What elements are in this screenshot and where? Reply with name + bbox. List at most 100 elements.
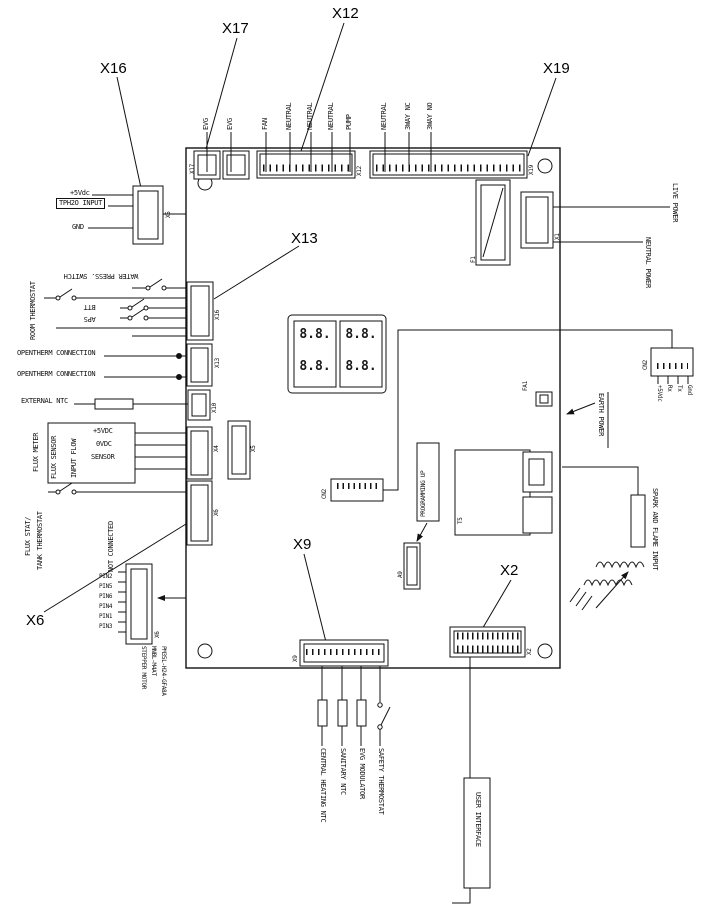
ref-f1: F1 xyxy=(470,256,477,263)
ref-x4: X4 xyxy=(213,445,220,452)
pin-label-pump: PUMP xyxy=(345,114,353,130)
label-pin5: PIN5 xyxy=(99,583,113,590)
callout-x6: X6 xyxy=(26,612,45,629)
pin-label-neutral-1: NEUTRAL xyxy=(285,102,293,130)
connector-x19 xyxy=(369,150,528,179)
connector-x10 xyxy=(74,389,211,421)
pin-label-fan: FAN xyxy=(261,118,269,130)
display-digits-4: 8.8. xyxy=(345,359,377,374)
display-digits-3: 8.8. xyxy=(345,327,377,342)
pin-label-evg-2: EVG xyxy=(226,118,234,130)
label-input-flow: INPUT FLOW xyxy=(70,438,78,478)
pin-label-neutral-3: NEUTRAL xyxy=(327,102,335,130)
label-pin1: PIN1 xyxy=(99,613,113,620)
connector-x6-edge xyxy=(48,480,213,546)
ref-x12: X12 xyxy=(356,166,363,176)
callout-x2: X2 xyxy=(500,562,519,579)
callout-x12: X12 xyxy=(332,5,359,22)
label-user-interface: USER INTERFACE xyxy=(474,792,482,847)
label-stepper-model-1: MNBL-M4AT xyxy=(150,646,157,676)
connector-x4 xyxy=(47,422,213,484)
connector-cn2-mid xyxy=(330,478,384,502)
label-0vdc: 0VDC xyxy=(96,440,112,448)
connector-x13 xyxy=(104,343,213,387)
label-evg-modulator: EVG MODULATOR xyxy=(358,748,366,799)
pin-label-evg-1: EVG xyxy=(202,118,210,130)
connector-x5-top xyxy=(88,185,186,245)
connector-x9 xyxy=(299,639,391,746)
ref-x1: X1 xyxy=(554,233,561,240)
ref-x5-mid: X5 xyxy=(250,445,257,452)
label-flux-sensor: FLUX SENSOR xyxy=(50,435,58,479)
earth-power-marks xyxy=(566,392,609,448)
programming-up-block xyxy=(403,442,440,590)
connector-x1 xyxy=(520,191,670,249)
label-not-connected: NOT CONNECTED xyxy=(107,521,115,572)
label-room-thermostat: ROOM THERMOSTAT xyxy=(29,281,37,340)
label-stepper-model-2: PM35L-H24-GFA8A xyxy=(160,646,167,696)
label-live-power: LIVE POWER xyxy=(671,183,679,223)
ref-x6-stepper: X6 xyxy=(154,631,161,638)
label-spark-flame-input: SPARK AND FLAME INPUT xyxy=(651,488,659,571)
callout-x17: X17 xyxy=(222,20,249,37)
callout-x13: X13 xyxy=(291,230,318,247)
label-opentherm-1: OPENTHERM CONNECTION xyxy=(17,349,96,357)
label-aps: APS xyxy=(84,315,96,323)
ref-x19: X19 xyxy=(528,165,535,175)
label-central-heating-ntc: CENTRAL HEATING NTC xyxy=(319,748,327,823)
pin-label-neutral-2: NEUTRAL xyxy=(306,102,314,130)
label-pin2: PIN2 xyxy=(99,573,113,580)
label-opentherm-2: OPENTHERM CONNECTION xyxy=(17,370,96,378)
pin-label-3way-no: 3WAY NO xyxy=(426,102,434,130)
label-btt: BTT xyxy=(84,303,96,311)
connector-x2 xyxy=(449,626,526,904)
top-pin-lines xyxy=(206,132,432,172)
connector-cn2-right xyxy=(650,347,694,384)
label-cn2-plus5vdc: +5Vdc xyxy=(656,385,663,402)
ref-x13: X13 xyxy=(214,358,221,368)
label-pin4: PIN4 xyxy=(99,603,113,610)
component-t5 xyxy=(454,449,553,536)
label-sensor: SENSOR xyxy=(91,453,115,461)
label-water-press-switch: WATER PRESS. SWITCH xyxy=(64,272,139,280)
ref-x2: X2 xyxy=(526,648,533,655)
pin-label-3way-nc: 3WAY NC xyxy=(404,102,412,130)
callout-x9: X9 xyxy=(293,536,312,553)
connector-x16 xyxy=(44,278,214,341)
label-tank-thermostat: TANK THERMOSTAT xyxy=(36,511,44,570)
ref-cn2-mid: CN2 xyxy=(321,489,328,499)
label-plus5vdc: +5VDC xyxy=(93,427,113,435)
label-gnd: GND xyxy=(72,223,84,231)
ref-cn2-right: CN2 xyxy=(642,360,649,370)
ref-x6-edge: X6 xyxy=(213,509,220,516)
label-flux-meter: FLUX METER xyxy=(32,432,40,472)
label-pin6: PIN6 xyxy=(99,593,113,600)
ref-x16: X16 xyxy=(214,310,221,320)
display-digits-2: 8.8. xyxy=(299,359,331,374)
ref-x5-top: X5 xyxy=(165,211,172,218)
label-cn2-rx: Rx xyxy=(666,385,673,392)
label-pin3: PIN3 xyxy=(99,623,113,630)
pin-label-neutral-4: NEUTRAL xyxy=(380,102,388,130)
ref-fa1: FA1 xyxy=(522,381,529,391)
label-safety-thermostat: SAFETY THERMOSTAT xyxy=(377,748,385,815)
component-fa1 xyxy=(535,391,553,407)
label-plus5vdc-small: +5Vdc xyxy=(70,189,90,197)
callout-x16: X16 xyxy=(100,60,127,77)
label-external-ntc: EXTERNAL NTC xyxy=(21,397,68,405)
ref-a9: A9 xyxy=(397,571,404,578)
label-earth-power: EARTH POWER xyxy=(597,393,605,437)
label-cn2-gnd: Gnd xyxy=(686,385,693,395)
spark-flame-symbols xyxy=(562,466,646,611)
label-tph2o-input: TPH2O INPUT xyxy=(56,198,106,209)
label-sanitary-ntc: SANITARY NTC xyxy=(339,748,347,795)
label-flux-stat: FLUX STAT/ xyxy=(24,516,32,556)
label-programming-up: PROGRAMMING UP xyxy=(420,470,427,517)
label-neutral-power: NEUTRAL POWER xyxy=(644,237,652,288)
connector-x5-mid xyxy=(227,420,251,480)
component-f1 xyxy=(475,179,511,266)
label-cn2-tx: Tx xyxy=(676,385,683,392)
ref-x9: X9 xyxy=(292,655,299,662)
ref-x10: X10 xyxy=(211,403,218,413)
display-module xyxy=(287,314,387,394)
